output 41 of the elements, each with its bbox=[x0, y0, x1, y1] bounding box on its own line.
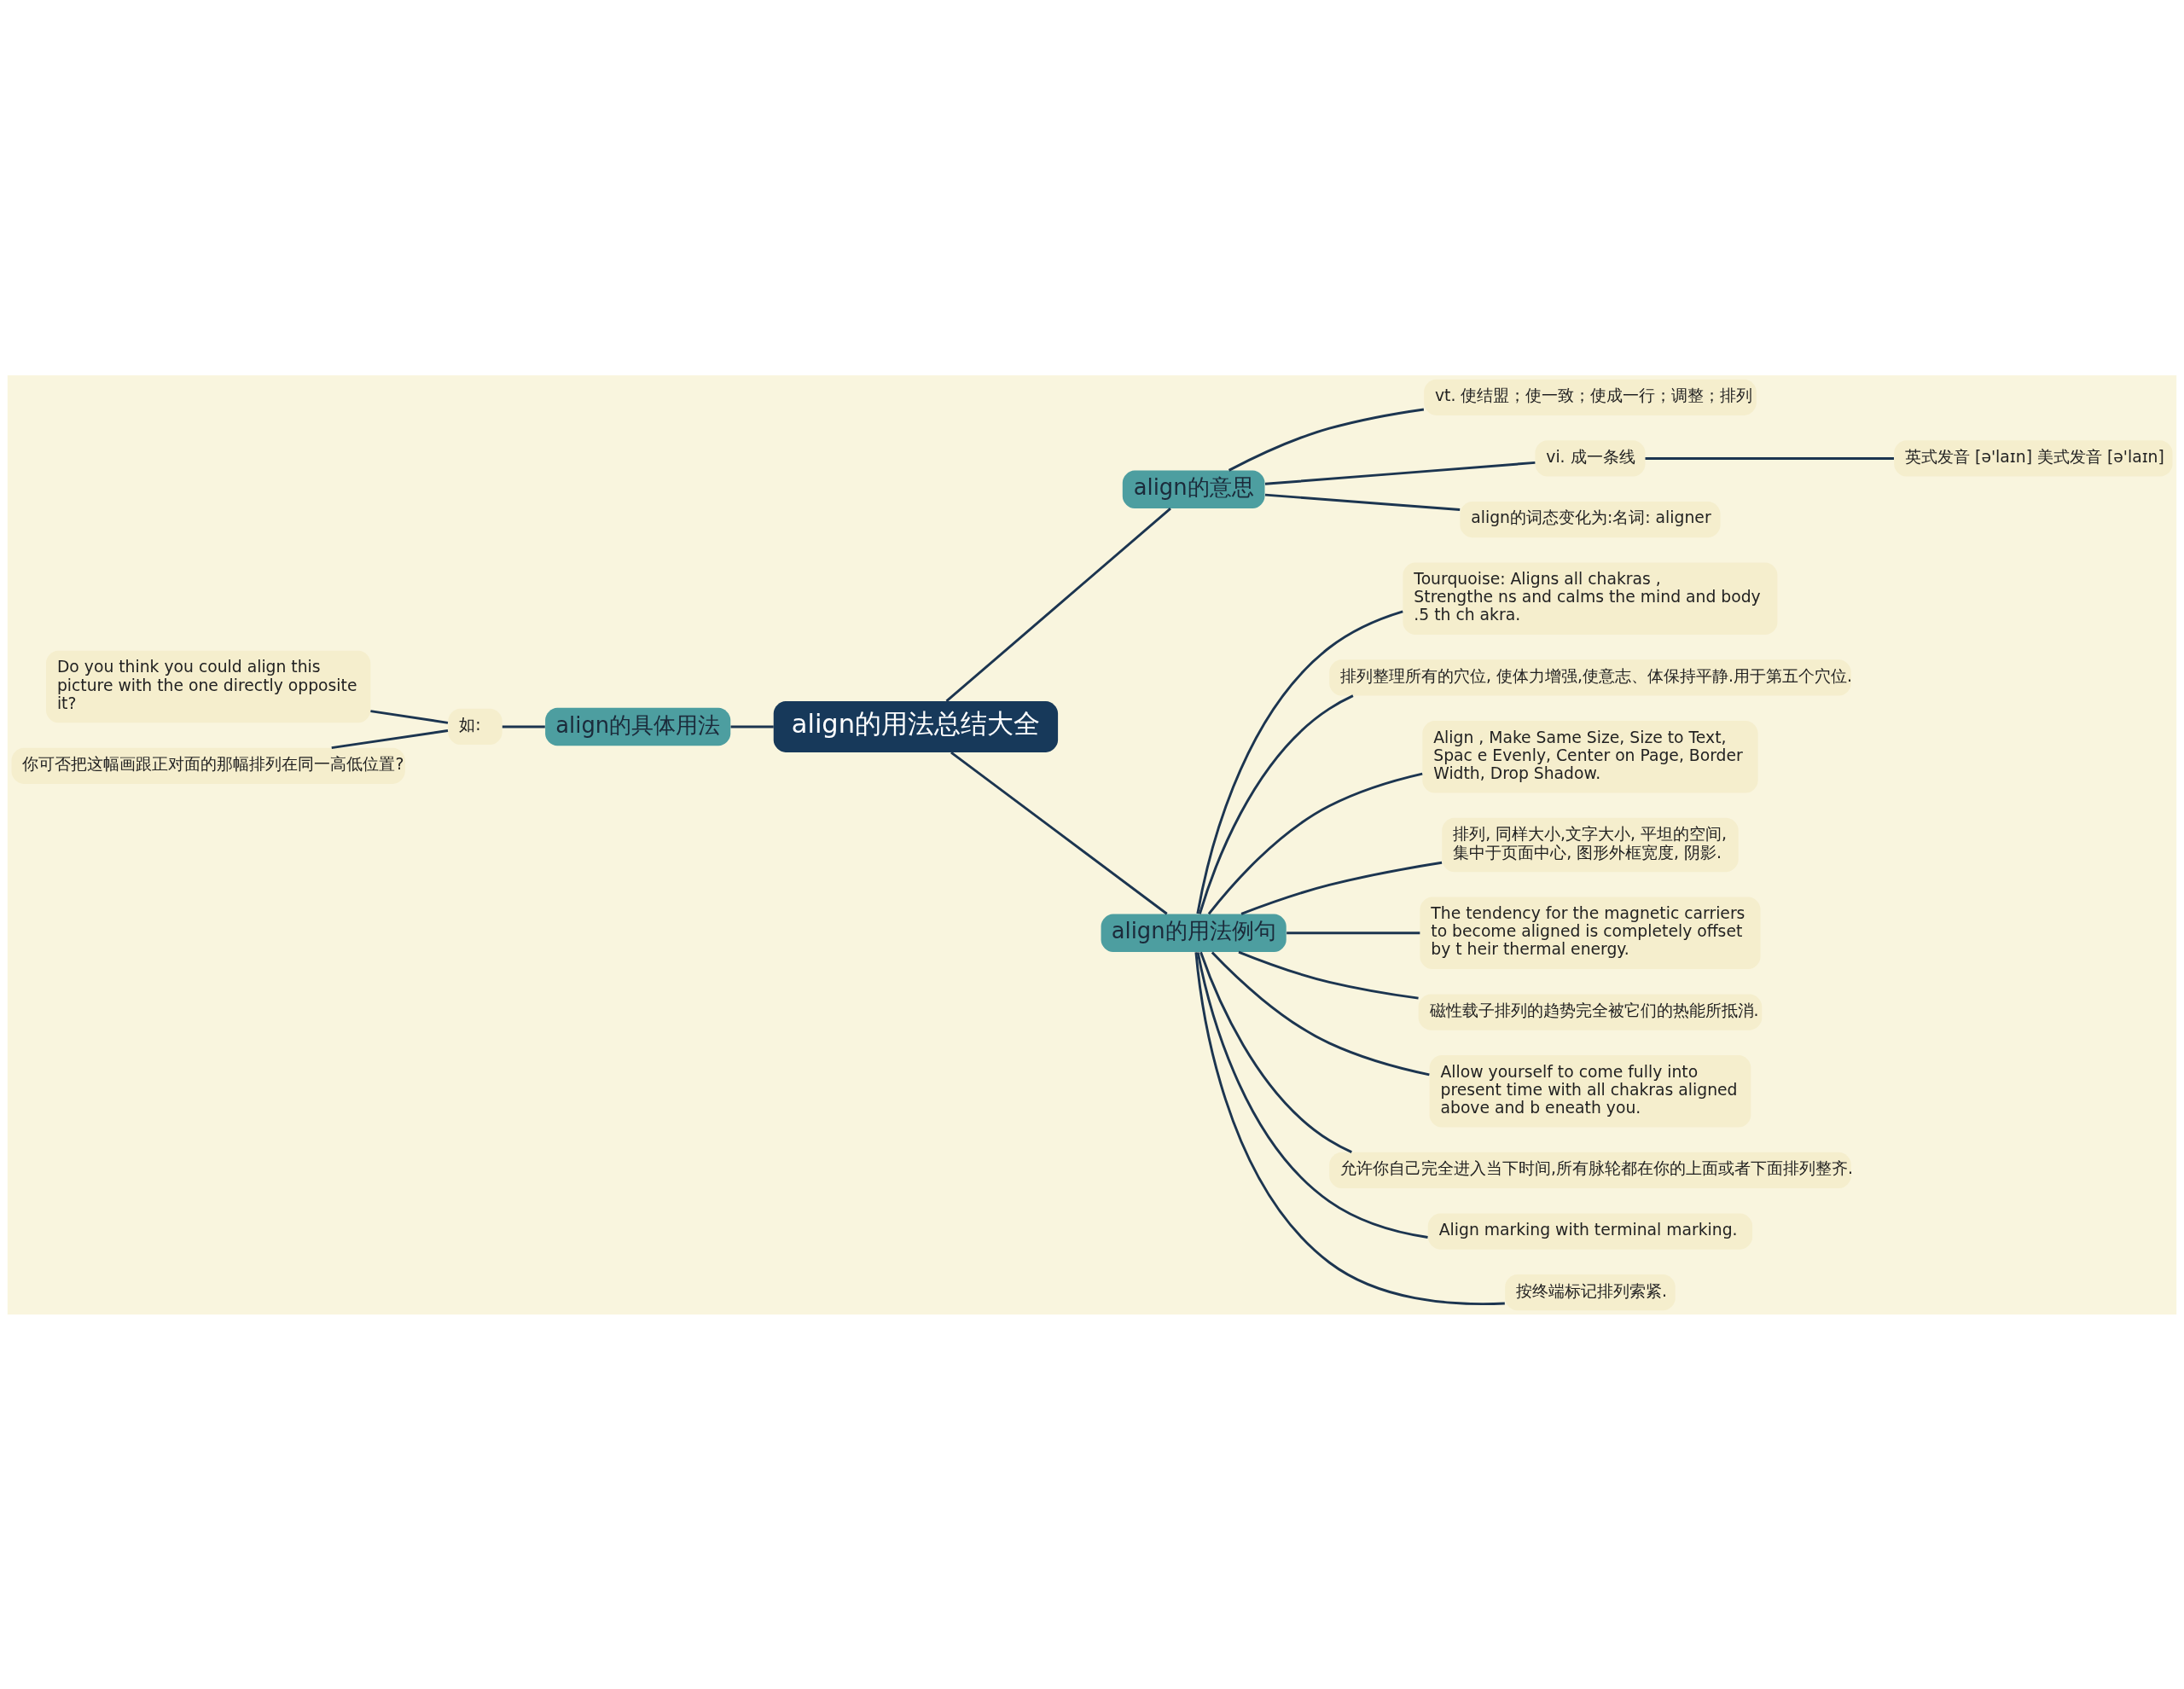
node-box: align的具体用法 bbox=[545, 707, 731, 746]
node-box: align的用法总结大全 bbox=[773, 700, 1059, 752]
connector bbox=[1198, 694, 1354, 914]
connector bbox=[950, 751, 1168, 914]
connector bbox=[1264, 493, 1461, 511]
node-box: vt. 使结盟；使一致；使成一行；调整；排列 bbox=[1424, 379, 1757, 415]
node-box: 英式发音 [ə'laɪn] 美式发音 [ə'laɪn] bbox=[1894, 439, 2173, 477]
node-box: Align marking with terminal marking. bbox=[1427, 1212, 1753, 1250]
connector bbox=[1287, 931, 1420, 934]
node-box: Align , Make Same Size, Size to Text, Spac e Evenly, Center on Page, Border Width, Drop Shadow. bbox=[1422, 720, 1758, 792]
connector bbox=[1207, 772, 1423, 914]
node-box: align的意思 bbox=[1122, 470, 1265, 508]
node-box: Allow yourself to come fully into present time with all chakras aligned above and b eneath you. bbox=[1429, 1054, 1751, 1127]
connector bbox=[502, 725, 545, 728]
connector bbox=[1211, 951, 1430, 1076]
node-box: 如: bbox=[448, 708, 502, 745]
connector bbox=[1264, 461, 1536, 485]
connector bbox=[1228, 408, 1425, 472]
node-box: align的用法例句 bbox=[1101, 914, 1287, 952]
connector bbox=[1645, 456, 1894, 460]
connector bbox=[945, 507, 1171, 702]
connector bbox=[331, 728, 449, 749]
connector bbox=[1194, 951, 1505, 1305]
node-box: 磁性载子排列的趋势完全被它们的热能所抵消. bbox=[1418, 993, 1763, 1030]
node-box: vi. 成一条线 bbox=[1535, 439, 1646, 477]
connector bbox=[1240, 861, 1443, 915]
node-box: 你可否把这幅画跟正对面的那幅排列在同一高低位置? bbox=[11, 747, 405, 784]
node-box: 排列, 同样大小,文字大小, 平坦的空间, 集中于页面中心, 图形外框宽度, 阴影. bbox=[1442, 817, 1739, 872]
connector bbox=[370, 709, 449, 724]
node-box: 按终端标记排列索紧. bbox=[1505, 1274, 1676, 1310]
node-box: 允许你自己完全进入当下时间,所有脉轮都在你的上面或者下面排列整齐. bbox=[1329, 1152, 1851, 1188]
node-box: Do you think you could align this picture with the one directly opposite it? bbox=[46, 650, 371, 723]
node-box: Tourquoise: Aligns all chakras , Strengthe ns and calms the mind and body .5 th ch akra. bbox=[1403, 562, 1778, 635]
connector bbox=[1196, 951, 1428, 1239]
node-box: 排列整理所有的穴位, 使体力增强,使意志、体保持平静.用于第五个穴位. bbox=[1329, 659, 1851, 696]
connector bbox=[1238, 950, 1419, 1000]
node-box: The tendency for the magnetic carriers to become aligned is completely offset by t heir thermal energy. bbox=[1420, 897, 1761, 969]
node-box: align的词态变化为:名词: aligner bbox=[1460, 501, 1721, 537]
connector bbox=[1199, 951, 1352, 1153]
connector bbox=[730, 725, 774, 728]
connector bbox=[1196, 610, 1403, 914]
